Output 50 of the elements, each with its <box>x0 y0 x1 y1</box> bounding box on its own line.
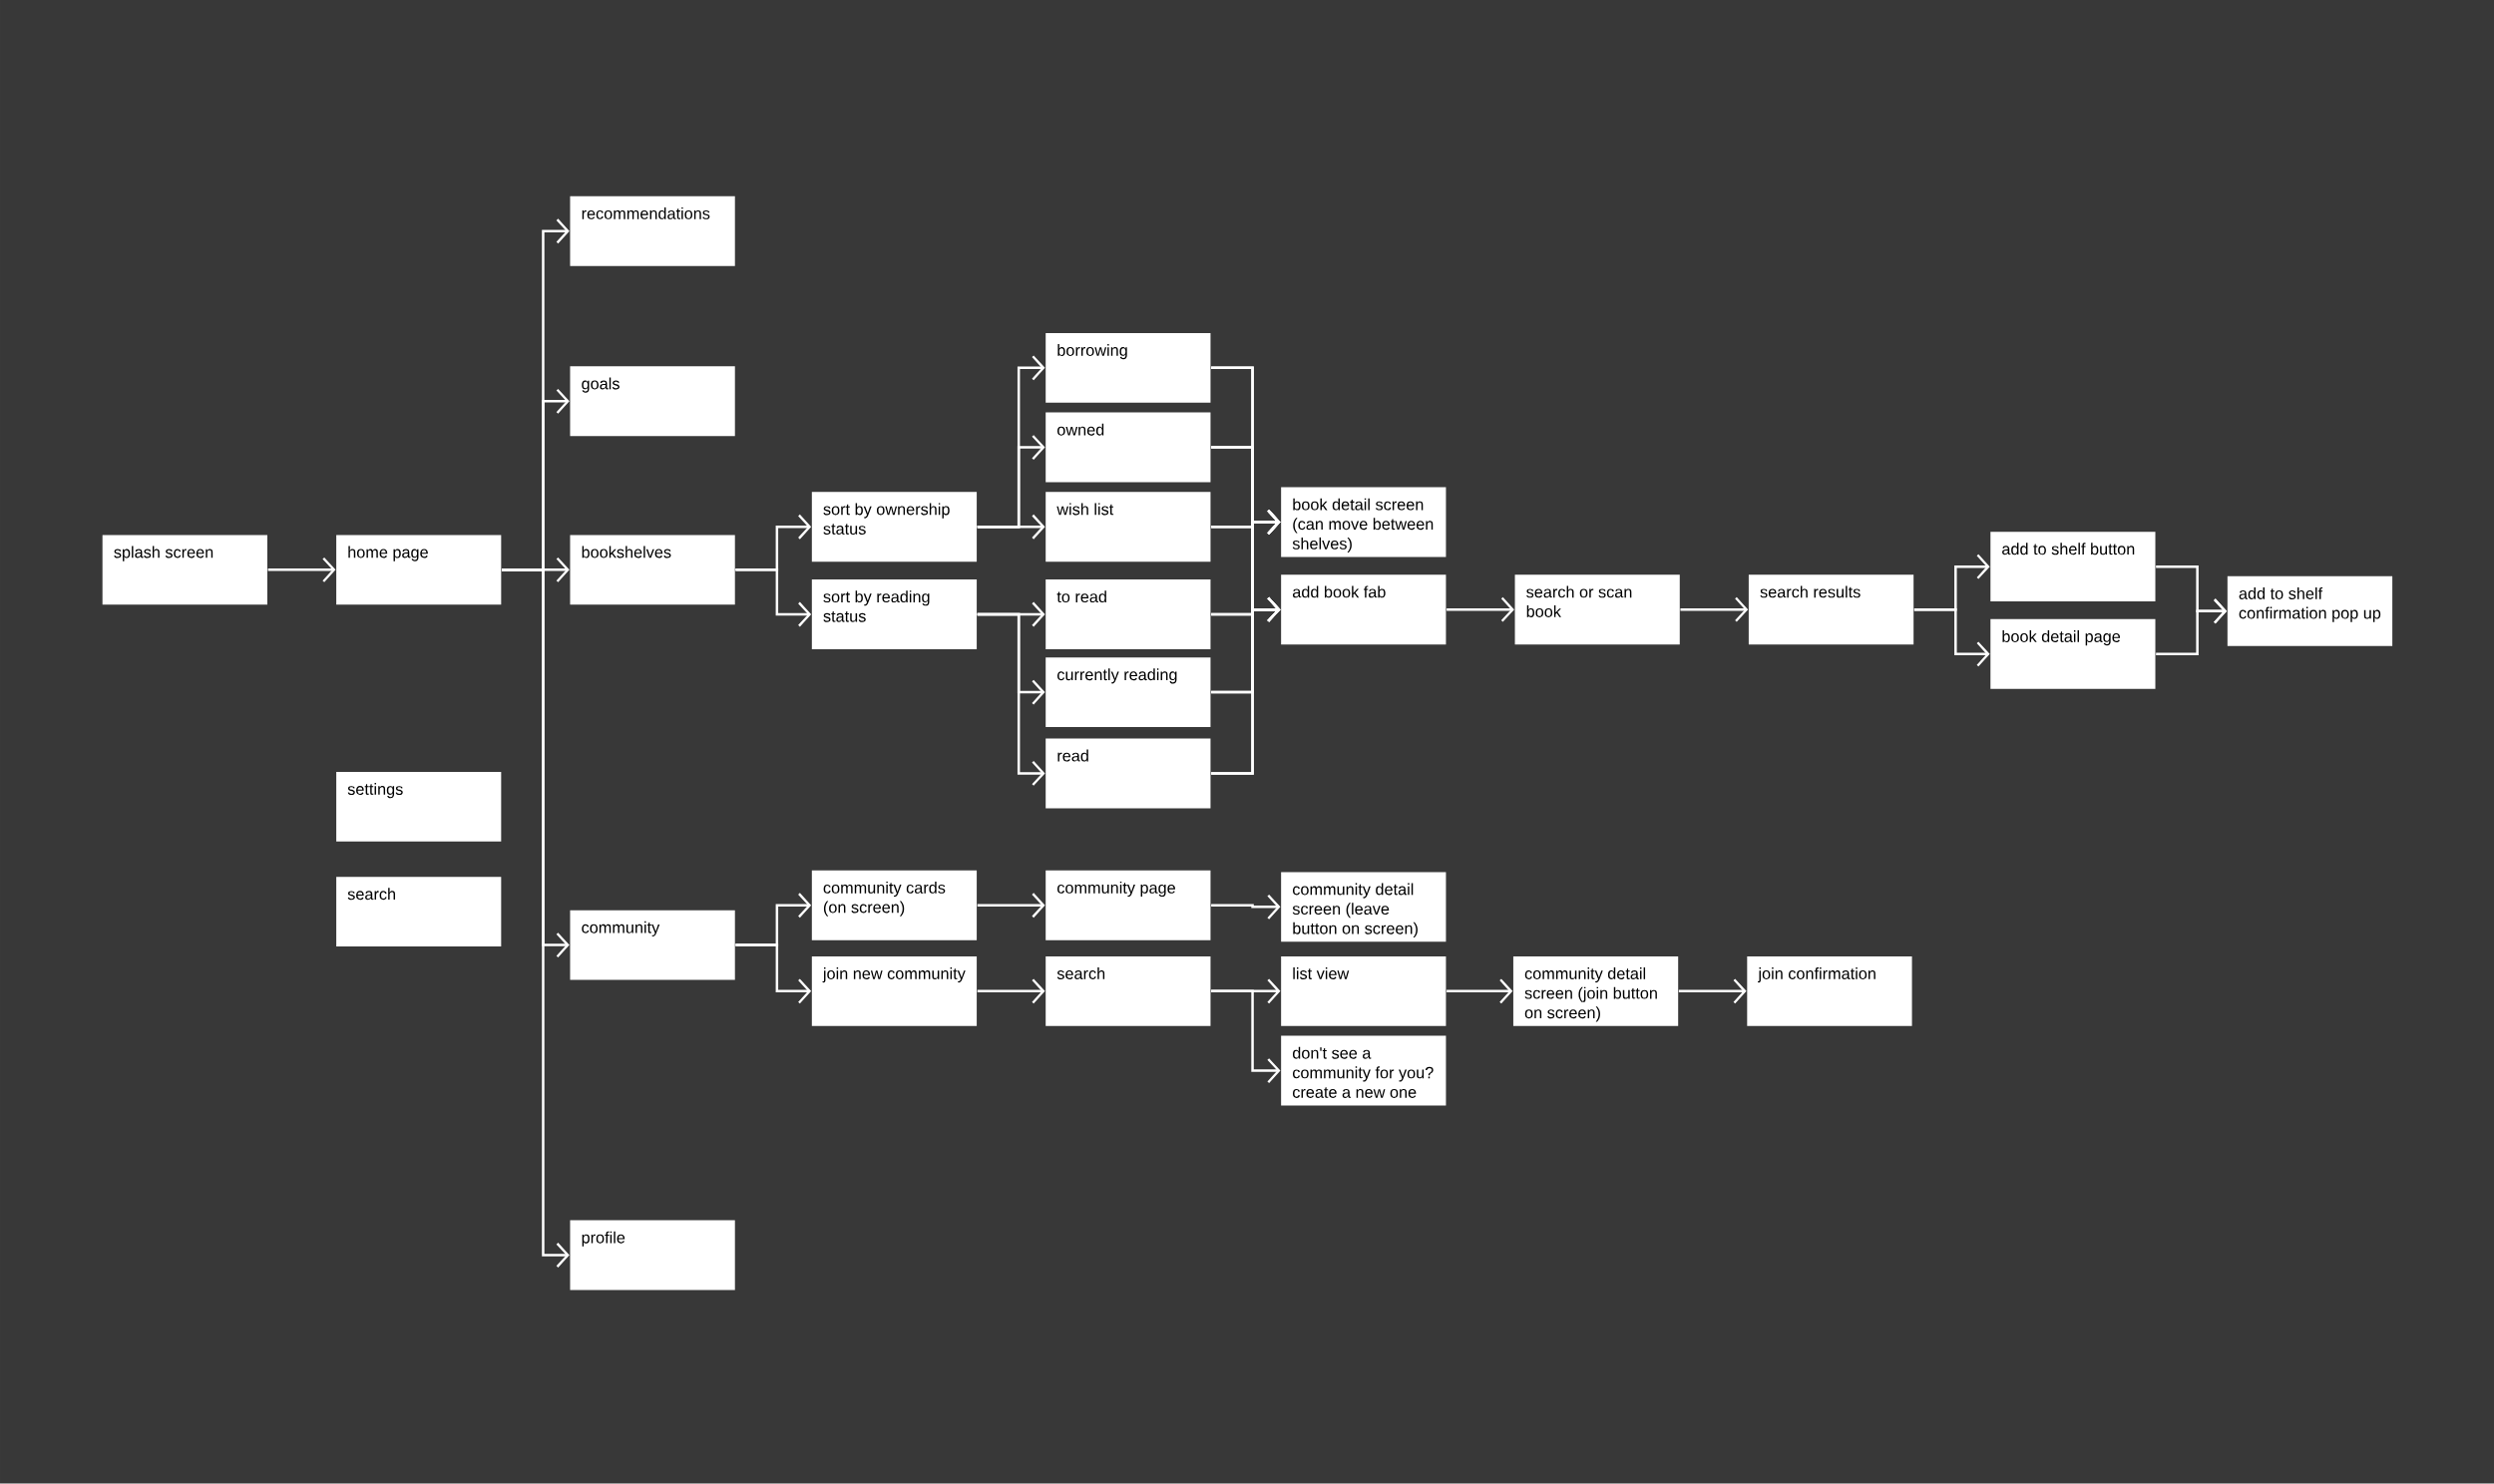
process-box: book detail screen (can move between shelves) <box>1281 487 1447 557</box>
arrow <box>1211 989 1281 1084</box>
process-box: sort by ownership status <box>811 492 978 562</box>
process-box: community detail screen (join button on screen) <box>1512 956 1679 1027</box>
process-box: join confirmation <box>1747 956 1912 1027</box>
arrow <box>267 557 336 582</box>
process-box: add to shelf button <box>1990 532 2156 602</box>
process-box: community detail screen (leave button on screen) <box>1281 872 1447 942</box>
arrow <box>1447 597 1514 622</box>
process-box: home page <box>336 535 502 605</box>
process-box: join new community <box>811 956 978 1027</box>
arrow <box>1678 978 1747 1004</box>
process-box: add to shelf confirmation pop up <box>2227 576 2393 646</box>
process-box: bookshelves <box>570 535 735 605</box>
arrow <box>502 568 570 1269</box>
process-box: borrowing <box>1045 333 1211 403</box>
arrow <box>1211 597 1281 775</box>
process-box: wish list <box>1045 492 1211 562</box>
process-box: settings <box>336 772 502 843</box>
process-box: owned <box>1045 412 1211 483</box>
process-box: sort by reading status <box>811 579 978 650</box>
arrow <box>977 893 1045 919</box>
arrow <box>1913 608 1990 667</box>
process-box: search or scan book <box>1514 574 1680 645</box>
arrow <box>1211 895 1281 920</box>
process-box: don't see a community for you? create a new one <box>1281 1035 1447 1106</box>
process-box: book detail page <box>1990 619 2156 689</box>
process-box: recommendations <box>570 196 735 266</box>
process-box: community <box>570 910 735 980</box>
process-box: list view <box>1281 956 1447 1027</box>
process-box: search <box>336 877 502 947</box>
process-box: profile <box>570 1220 735 1291</box>
arrow <box>735 943 812 1004</box>
arrow <box>977 612 1045 787</box>
process-box: to read <box>1045 579 1211 650</box>
process-box: search results <box>1748 574 1914 645</box>
process-box: splash screen <box>102 535 267 605</box>
process-box: search <box>1045 956 1211 1027</box>
arrow <box>977 978 1045 1004</box>
process-box: add book fab <box>1281 574 1447 645</box>
arrow <box>2156 598 2228 656</box>
arrow <box>735 568 812 627</box>
arrow <box>1447 978 1513 1004</box>
process-box: read <box>1045 738 1211 809</box>
process-box: community cards (on screen) <box>811 871 978 940</box>
arrow <box>1680 597 1749 622</box>
process-box: community page <box>1045 871 1211 940</box>
process-box: goals <box>570 366 735 437</box>
arrow <box>977 515 1045 540</box>
process-box: currently reading <box>1045 657 1211 728</box>
